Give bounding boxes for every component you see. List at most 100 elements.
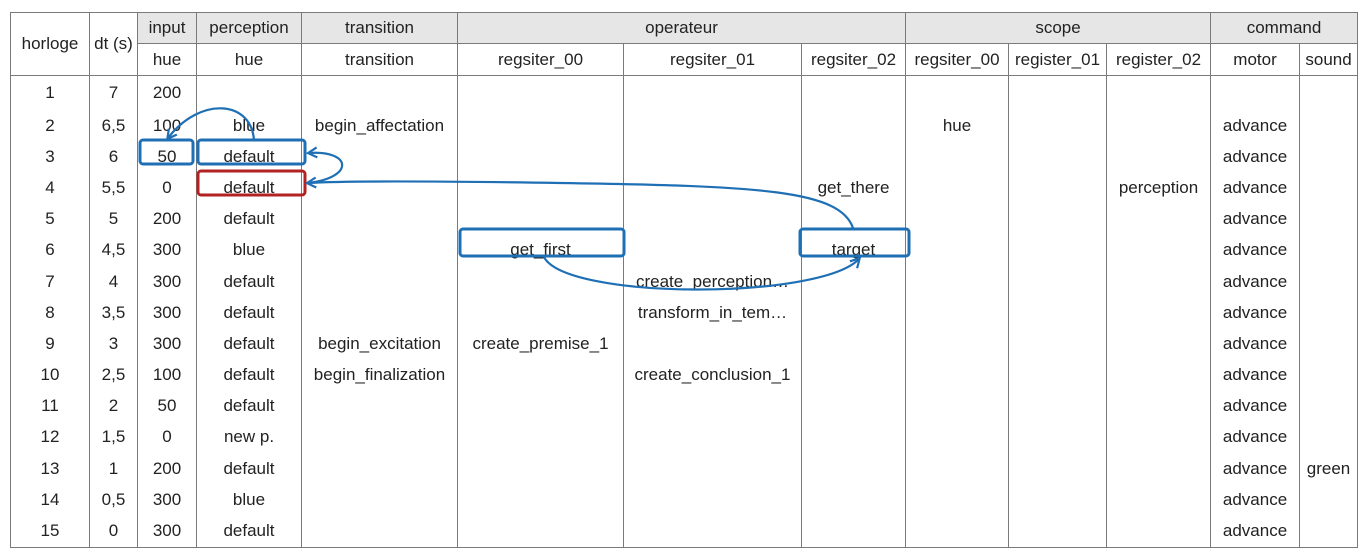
cell-operateur-reg02: [801, 390, 906, 422]
cell-sound: [1299, 203, 1359, 235]
cell-scope-reg02: perception: [1105, 172, 1212, 204]
cell-horloge: 4: [10, 172, 90, 204]
cell-motor: advance: [1210, 141, 1301, 173]
cell-operateur-reg01: create_perception…: [623, 265, 802, 298]
cell-input: 50: [137, 141, 197, 173]
cell-scope-reg00: [905, 141, 1009, 173]
cell-operateur-reg01: [623, 141, 802, 173]
cell-input: 50: [137, 390, 197, 422]
cell-operateur-reg01: [623, 484, 802, 516]
cell-operateur-reg00: [457, 359, 624, 391]
cell-perception: default: [196, 453, 302, 485]
cell-scope-reg01: [1008, 359, 1107, 391]
cell-transition: [301, 141, 458, 173]
cell-dt: 2: [89, 390, 138, 422]
cell-operateur-reg02: [801, 75, 906, 110]
cell-scope-reg01: [1008, 328, 1107, 360]
cell-scope-reg01: [1008, 265, 1107, 298]
cell-horloge: 8: [10, 297, 90, 329]
cell-sound: green: [1299, 453, 1359, 485]
cell-dt: 0,5: [89, 484, 138, 516]
cell-horloge: 2: [10, 110, 90, 142]
cell-motor: advance: [1210, 297, 1301, 329]
cell-transition: [301, 453, 458, 485]
cell-scope-reg00: [905, 265, 1009, 298]
cell-operateur-reg00: [457, 297, 624, 329]
cell-perception: blue: [196, 484, 302, 516]
cell-scope-reg01: [1008, 453, 1107, 485]
cell-motor: advance: [1210, 453, 1301, 485]
cell-motor: advance: [1210, 110, 1301, 142]
cell-dt: 6: [89, 141, 138, 173]
cell-input: 100: [137, 359, 197, 391]
trace-table-wrapper: horloge dt (s) input perception transiti…: [10, 12, 1359, 548]
cell-transition: [301, 265, 458, 298]
cell-transition: [301, 421, 458, 454]
subheader-operateur-reg00: regsiter_00: [457, 43, 624, 76]
cell-operateur-reg02: [801, 515, 906, 548]
cell-dt: 4,5: [89, 234, 138, 266]
cell-scope-reg00: [905, 234, 1009, 266]
cell-motor: advance: [1210, 515, 1301, 548]
cell-input: 200: [137, 75, 197, 110]
cell-dt: 1: [89, 453, 138, 485]
cell-scope-reg01: [1008, 297, 1107, 329]
cell-horloge: 10: [10, 359, 90, 391]
cell-operateur-reg01: [623, 421, 802, 454]
cell-input: 300: [137, 328, 197, 360]
cell-scope-reg00: [905, 484, 1009, 516]
cell-scope-reg01: [1008, 203, 1107, 235]
subheader-scope-reg02: register_02: [1105, 43, 1212, 76]
cell-perception: default: [196, 515, 302, 548]
cell-perception: default: [196, 328, 302, 360]
cell-perception: default: [196, 141, 302, 173]
cell-motor: advance: [1210, 421, 1301, 454]
header-command: command: [1210, 12, 1359, 44]
cell-operateur-reg02: [801, 453, 906, 485]
cell-operateur-reg02: [801, 328, 906, 360]
cell-perception: new p.: [196, 421, 302, 454]
cell-perception: default: [196, 297, 302, 329]
cell-motor: advance: [1210, 265, 1301, 298]
cell-operateur-reg02: [801, 110, 906, 142]
subheader-operateur-reg01: regsiter_01: [623, 43, 802, 76]
cell-operateur-reg01: [623, 110, 802, 142]
cell-operateur-reg00: [457, 453, 624, 485]
cell-dt: 4: [89, 265, 138, 298]
cell-operateur-reg02: [801, 484, 906, 516]
cell-sound: [1299, 265, 1359, 298]
cell-input: 300: [137, 484, 197, 516]
cell-operateur-reg01: [623, 390, 802, 422]
cell-operateur-reg00: [457, 515, 624, 548]
subheader-sound: sound: [1299, 43, 1359, 76]
cell-horloge: 7: [10, 265, 90, 298]
cell-perception: [196, 75, 302, 110]
header-input: input: [137, 12, 197, 44]
cell-input: 0: [137, 172, 197, 204]
cell-horloge: 3: [10, 141, 90, 173]
subheader-scope-reg00: regsiter_00: [905, 43, 1009, 76]
cell-scope-reg00: [905, 421, 1009, 454]
cell-scope-reg02: [1105, 515, 1212, 548]
cell-scope-reg00: [905, 203, 1009, 235]
cell-scope-reg02: [1105, 203, 1212, 235]
cell-scope-reg01: [1008, 515, 1107, 548]
cell-sound: [1299, 390, 1359, 422]
cell-operateur-reg02: [801, 297, 906, 329]
cell-operateur-reg01: [623, 328, 802, 360]
cell-dt: 2,5: [89, 359, 138, 391]
cell-operateur-reg01: [623, 172, 802, 204]
cell-scope-reg00: hue: [905, 110, 1009, 142]
cell-input: 300: [137, 515, 197, 548]
cell-dt: 3,5: [89, 297, 138, 329]
cell-operateur-reg00: [457, 75, 624, 110]
cell-input: 300: [137, 297, 197, 329]
cell-operateur-reg00: [457, 421, 624, 454]
